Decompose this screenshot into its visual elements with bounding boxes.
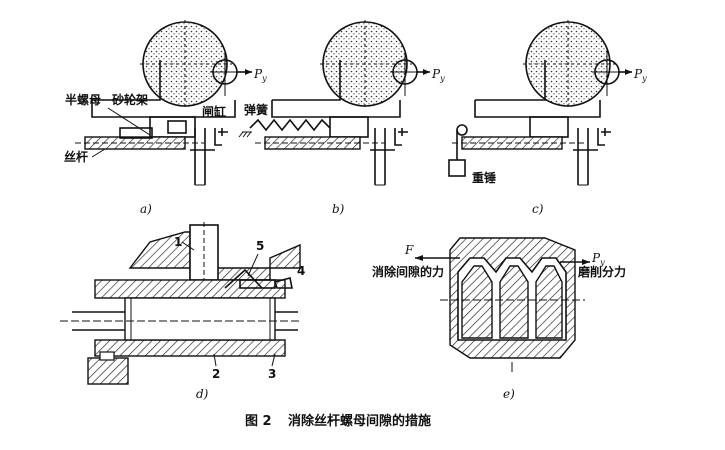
label-weight: 重锤 [472,170,496,185]
part-5-label: 5 [256,239,264,253]
part-4-label: 4 [297,264,305,278]
force-p-label: Py [591,251,605,267]
label-half-nut: 半螺母 [65,92,101,107]
panel-b: Py 弹簧 b) [238,20,445,216]
figure-number: 图 2 [245,414,272,429]
bottom-bracket [87,357,129,385]
panel-c: Py 重锤 c) [448,20,647,216]
label-spring: 弹簧 [244,102,268,117]
force-f-label: F [404,243,414,257]
part-3-label: 3 [268,367,276,381]
panel-a: Py 半螺母 砂轮架 闸缸 丝杆 a) [64,20,267,216]
label-wheel-frame: 砂轮架 [111,92,148,107]
sub-caption-d: d) [196,387,209,401]
lead-screw [72,311,298,331]
panel-d: 1 5 4 2 3 d) [60,222,305,401]
figure-title: 消除丝杆螺母间隙的措施 [288,413,431,429]
force-label: Py [253,67,267,83]
label-cylinder: 闸缸 [202,104,226,119]
sub-caption-e: e) [503,387,515,401]
force-label: Py [633,67,647,83]
label-grinding-force: 磨削分力 [577,264,626,279]
weight [448,159,466,177]
sub-caption-c: c) [532,202,544,216]
part-2-label: 2 [212,367,220,381]
spring [249,118,331,132]
sub-caption-a: a) [140,202,152,216]
part-1-label: 1 [174,235,182,249]
label-screw: 丝杆 [64,149,88,164]
label-clearance-force: 消除间隙的力 [372,264,444,279]
sub-caption-b: b) [332,202,345,216]
force-label: Py [431,67,445,83]
panel-e: F 消除间隙的力 Py 磨削分力 e) [372,237,626,401]
